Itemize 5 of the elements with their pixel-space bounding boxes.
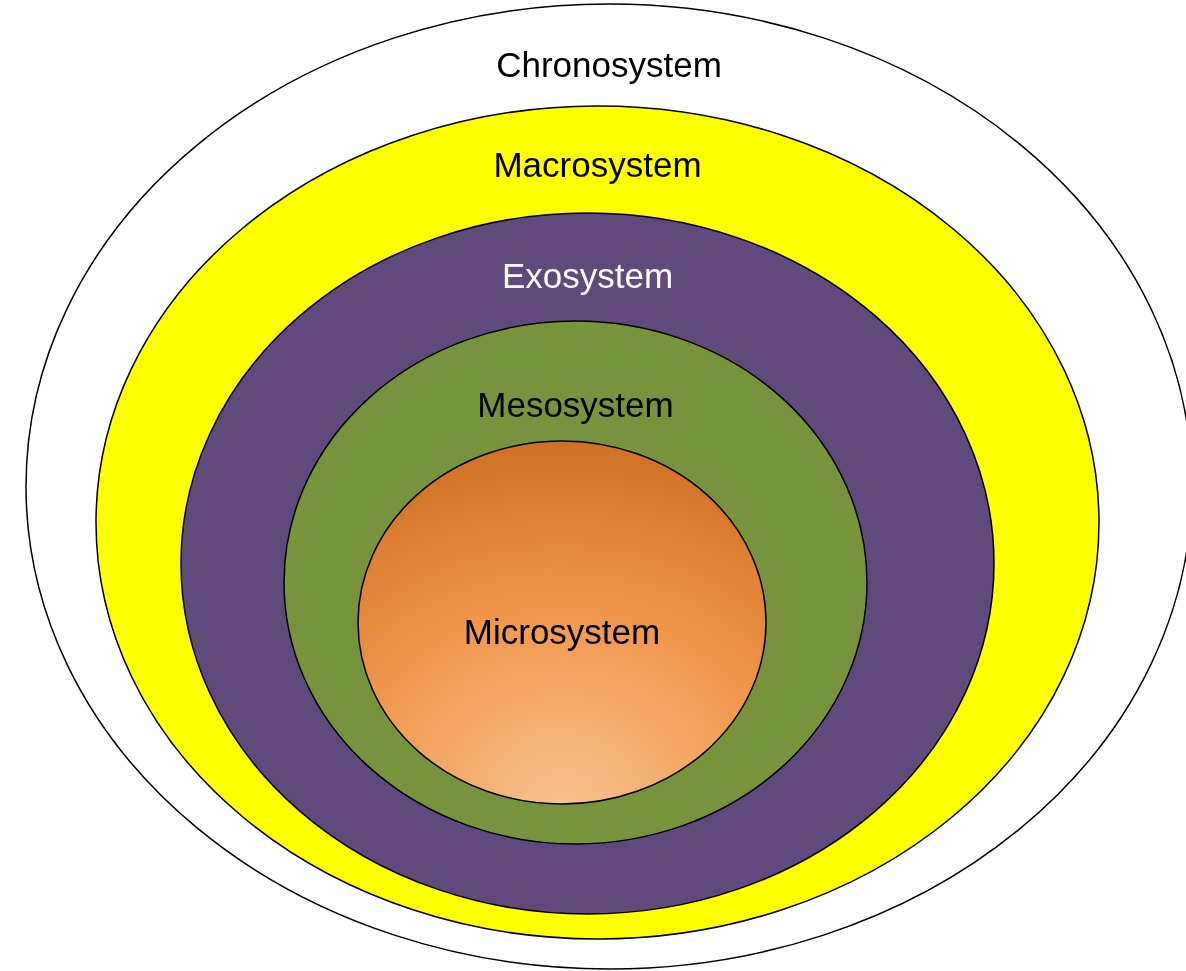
layer-label: Macrosystem	[493, 145, 702, 185]
layer-label: Mesosystem	[477, 385, 674, 425]
layer-label: Microsystem	[463, 612, 661, 652]
layer-label: Chronosystem	[496, 45, 722, 85]
layer-label: Exosystem	[501, 256, 674, 296]
